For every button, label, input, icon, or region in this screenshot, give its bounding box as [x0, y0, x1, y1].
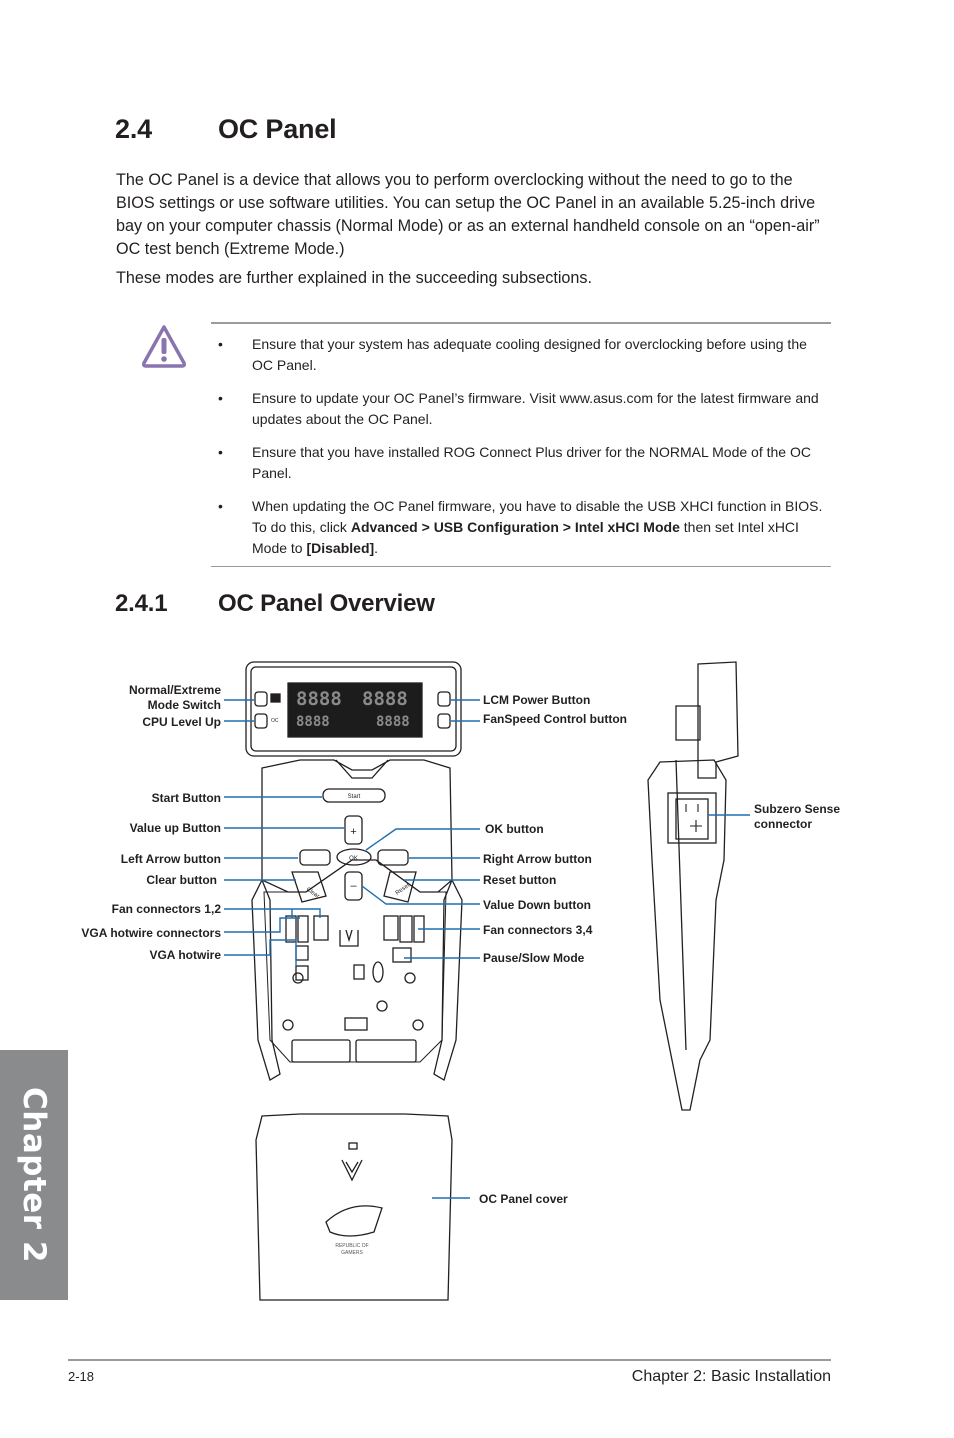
side-view — [697, 661, 739, 779]
note-text: Ensure to update your OC Panel’s firmwar… — [252, 390, 819, 427]
note-text-before: When updating the OC Panel firmware, you… — [252, 498, 823, 535]
section-heading: 2.4 OC Panel — [115, 114, 337, 145]
chapter-tab: Chapter 2 — [0, 1050, 68, 1300]
bullet: • — [218, 498, 223, 514]
intro-paragraph-2: These modes are further explained in the… — [116, 269, 593, 287]
left-grip — [251, 878, 281, 1081]
clear-text: Clear — [305, 887, 320, 900]
notes-box: • Ensure that your system has adequate co… — [211, 322, 831, 567]
lcm-power-button — [437, 691, 451, 707]
notes-list: • Ensure that your system has adequate co… — [211, 334, 831, 571]
minus-text: – — [350, 880, 357, 892]
cpu-level-up-button — [254, 713, 268, 729]
bullet: • — [218, 336, 223, 352]
note-item: • When updating the OC Panel firmware, yo… — [211, 496, 831, 559]
callout-lines — [224, 699, 750, 1199]
oc-panel-cover — [255, 1113, 453, 1301]
clear-button-shape — [291, 871, 327, 903]
page-number: 2-18 — [68, 1369, 95, 1384]
lcd-digits-top-right: 8888 — [362, 688, 408, 710]
rog-text-1: REPUBLIC OF — [335, 1243, 368, 1249]
label-subzero-sense: Subzero Sense connector — [754, 802, 840, 832]
lcd-unit — [245, 661, 462, 757]
label-lcm-power-button: LCM Power Button — [483, 693, 591, 707]
note-item: • Ensure to update your OC Panel’s firmwa… — [211, 388, 831, 430]
label-oc-panel-cover: OC Panel cover — [479, 1192, 568, 1206]
footer-chapter: Chapter 2: Basic Installation — [631, 1368, 831, 1385]
note-text-middle: then set Intel xHCI Mode to — [252, 519, 799, 556]
subsection-number: 2.4.1 — [115, 590, 168, 617]
oc-text: OC — [271, 718, 279, 724]
note-text-after: . — [374, 540, 379, 556]
note-text: Ensure that your system has adequate coo… — [252, 336, 807, 373]
value-up-shape — [344, 815, 363, 845]
bullet: • — [218, 390, 223, 406]
label-value-down-button: Value Down button — [483, 898, 591, 912]
menu-path: Advanced > USB Configuration > Intel xHC… — [350, 519, 680, 535]
plus-text: + — [350, 826, 356, 838]
ok-text: OK — [349, 856, 358, 862]
start-text: Start — [348, 794, 361, 800]
lcd-digits-bottom-right: 8888 — [376, 714, 410, 730]
rog-logo — [325, 1205, 383, 1237]
pcb-area — [263, 859, 447, 1063]
label-normal-extreme-line1: Normal/Extreme — [128, 683, 221, 697]
intro-paragraph: The OC Panel is a device that allows you… — [116, 171, 820, 258]
note-item: • Ensure that you have installed ROG Conn… — [211, 442, 831, 484]
label-cpu-level-up: CPU Level Up — [142, 715, 221, 729]
lcd-digits-top-left: 8888 — [296, 688, 342, 710]
section-number: 2.4 — [115, 114, 152, 144]
rog-text-2: GAMERS — [341, 1250, 363, 1256]
left-arrow-shape — [299, 849, 331, 866]
fanspeed-button — [437, 713, 451, 729]
right-grip — [433, 878, 463, 1081]
subzero-sense-connector — [667, 792, 717, 844]
label-subzero-line2: connector — [754, 817, 813, 831]
label-fanspeed-control-button: FanSpeed Control button — [483, 712, 627, 726]
label-pause-slow-mode: Pause/Slow Mode — [483, 951, 585, 965]
label-subzero-line1: Subzero Sense — [754, 802, 841, 816]
disabled-value: [Disabled] — [306, 540, 375, 556]
warning-triangle-icon — [142, 325, 186, 368]
subsection-heading: 2.4.1 OC Panel Overview — [115, 590, 435, 618]
label-right-arrow-button: Right Arrow button — [483, 852, 592, 866]
right-arrow-shape — [377, 849, 409, 866]
label-start-button: Start Button — [151, 791, 221, 805]
label-vga-hotwire-connectors: VGA hotwire connectors — [81, 926, 221, 940]
label-normal-extreme-line2: Mode Switch — [147, 698, 221, 712]
ok-button-shape — [336, 848, 372, 866]
reset-button-shape — [383, 871, 417, 903]
reset-text: Reset — [395, 883, 412, 897]
chapter-tab-label: Chapter 2 — [16, 1087, 52, 1263]
label-fan-connectors-34: Fan connectors 3,4 — [483, 923, 593, 937]
label-normal-extreme: Normal/Extreme Mode Switch — [129, 683, 221, 713]
label-value-up-button: Value up Button — [129, 821, 221, 835]
label-reset-button: Reset button — [483, 873, 557, 887]
start-button-shape — [322, 788, 386, 803]
mode-switch — [254, 691, 268, 707]
lcd-screen — [287, 682, 423, 738]
label-fan-connectors-12: Fan connectors 1,2 — [111, 902, 221, 916]
label-ok-button: OK button — [485, 822, 544, 836]
subsection-title: OC Panel Overview — [218, 590, 435, 617]
bullet: • — [218, 444, 223, 460]
label-clear-button: Clear button — [146, 873, 217, 887]
label-left-arrow-button: Left Arrow button — [120, 852, 221, 866]
footer-divider — [68, 1359, 831, 1361]
note-text: Ensure that you have installed ROG Conne… — [252, 444, 811, 481]
note-item: • Ensure that your system has adequate co… — [211, 334, 831, 376]
label-vga-hotwire: VGA hotwire — [149, 948, 221, 962]
lcd-digits-bottom-left: 8888 — [296, 714, 330, 730]
section-title: OC Panel — [218, 114, 337, 144]
